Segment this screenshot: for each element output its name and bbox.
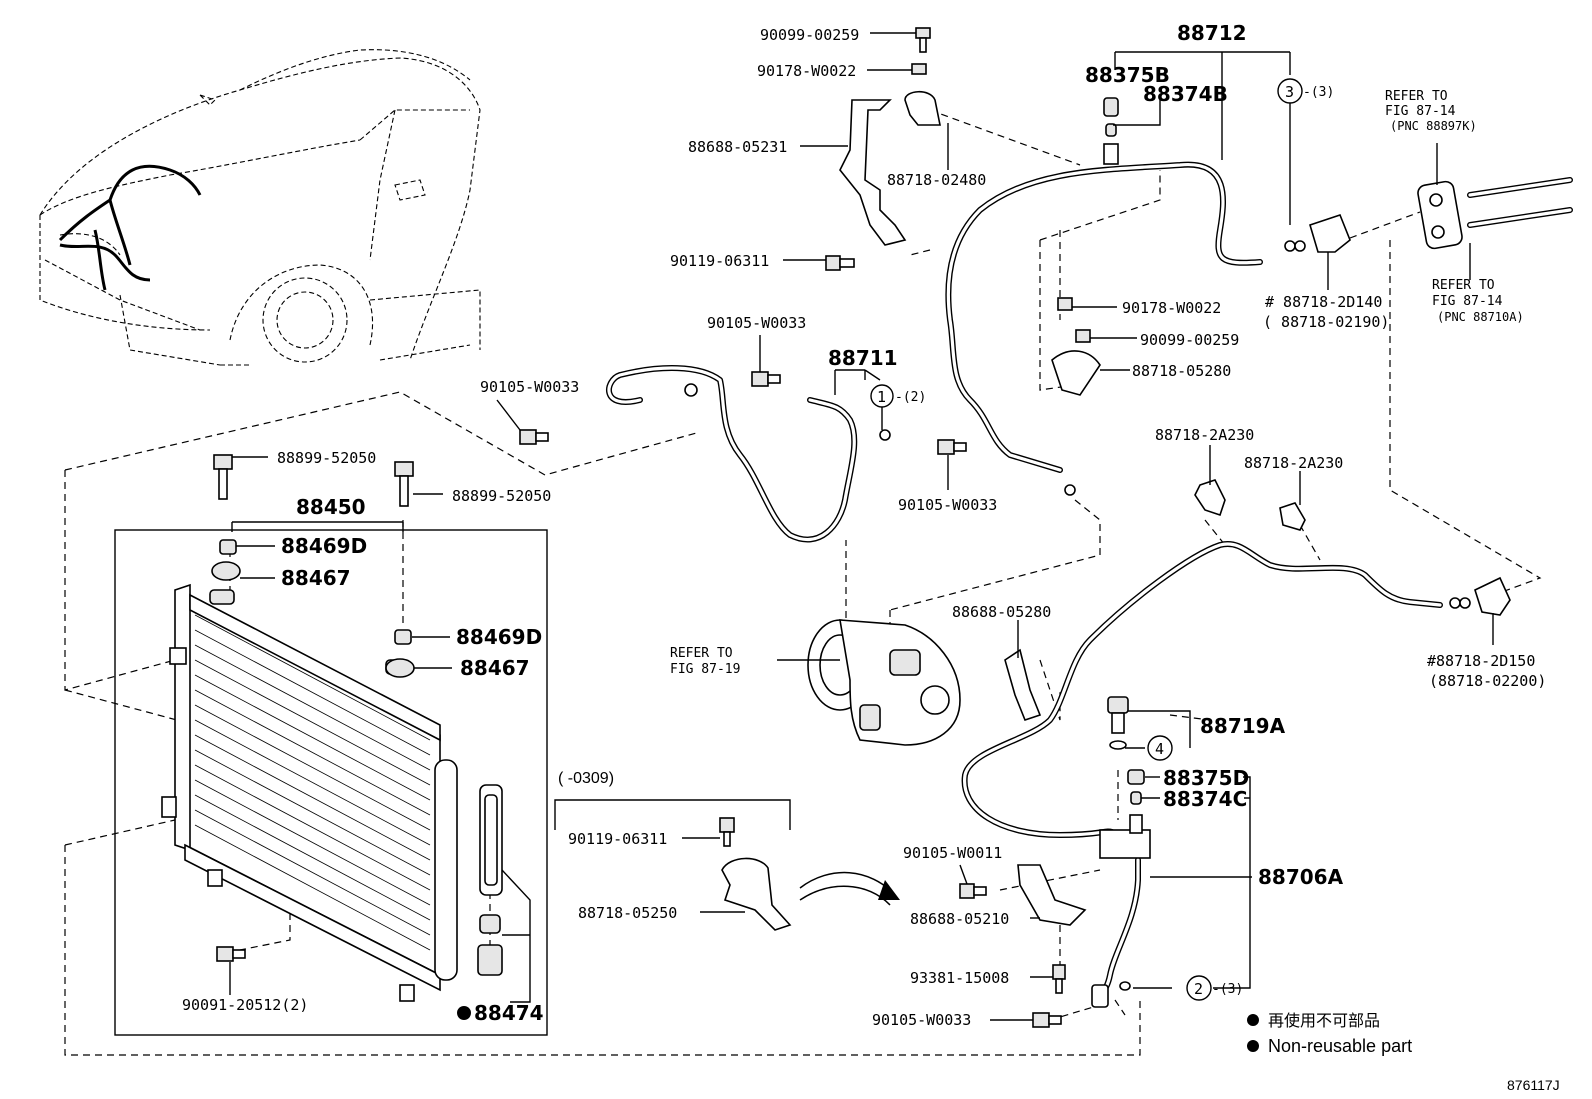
label-88375b: 88375B	[1085, 63, 1170, 87]
dashed-leaders	[64, 109, 1542, 1056]
callout-3: 3	[1285, 83, 1294, 101]
label-90099-00259-mid: 90099-00259	[1140, 331, 1239, 349]
label-90105-w0033-b: 90105-W0033	[480, 378, 579, 396]
car-sketch	[39, 49, 481, 366]
legend-dot-en	[1247, 1040, 1259, 1052]
label-88374b: 88374B	[1143, 82, 1228, 106]
label-93381-15008: 93381-15008	[910, 969, 1009, 987]
label-88450: 88450	[296, 495, 366, 519]
callout-2-circle	[1186, 975, 1212, 1001]
figure-id: 876117J	[1507, 1077, 1560, 1093]
label-refer-to-k-1: REFER TO	[1385, 89, 1448, 104]
label-88718-02480: 88718-02480	[887, 171, 986, 189]
circled-callouts: 1 3 4 2	[870, 78, 1303, 1001]
label-refer-to-a-2: FIG 87-14	[1432, 294, 1503, 309]
label-88718-05250: 88718-05250	[578, 904, 677, 922]
callout-3-circle	[1277, 78, 1303, 104]
label-88374c: 88374C	[1163, 787, 1247, 811]
label-refer-to-a-1: REFER TO	[1432, 278, 1495, 293]
label-date-range: ( -0309)	[558, 770, 614, 787]
label-90178-w0022-top: 90178-W0022	[757, 62, 856, 80]
label-90119-06311-top: 90119-06311	[670, 252, 769, 270]
label-refer-to-k-3: (PNC 88897K)	[1390, 119, 1477, 133]
label-88688-05280: 88688-05280	[952, 603, 1051, 621]
callout-1-qty: -(2)	[895, 390, 926, 405]
callout-4-circle	[1147, 735, 1173, 761]
label-90105-w0033-a: 90105-W0033	[707, 314, 806, 332]
label-90119-06311-low: 90119-06311	[568, 830, 667, 848]
label-88688-05210: 88688-05210	[910, 910, 1009, 928]
label-88712: 88712	[1177, 21, 1247, 45]
leader-lines	[229, 32, 1494, 1021]
label-refer-to-a-3: (PNC 88710A)	[1437, 310, 1524, 324]
label-88474: 88474	[474, 1001, 544, 1025]
label-90178-w0022-mid: 90178-W0022	[1122, 299, 1221, 317]
label-88718-02200: (88718-02200)	[1429, 672, 1546, 690]
legend-text-en: Non-reusable part	[1268, 1036, 1412, 1056]
label-88718-05280: 88718-05280	[1132, 362, 1231, 380]
label-88467-a: 88467	[281, 566, 351, 590]
label-88706a: 88706A	[1258, 865, 1344, 889]
label-90105-w0033-d: 90105-W0033	[872, 1011, 971, 1029]
label-refer-to-8719-2: FIG 87-19	[670, 662, 740, 677]
label-88469d-a: 88469D	[281, 534, 367, 558]
label-88718-2a230-a: 88718-2A230	[1155, 426, 1254, 444]
part-labels: 90099-00259 90178-W0022 88688-05231 8871…	[182, 21, 1546, 1029]
callout-1: 1	[877, 388, 886, 406]
label-88718-2d150: #88718-2D150	[1427, 652, 1535, 670]
compressor	[807, 619, 961, 746]
callout-2-qty: -(3)	[1212, 982, 1243, 997]
callout-4: 4	[1155, 740, 1164, 758]
condenser	[114, 454, 548, 1036]
label-88469d-b: 88469D	[456, 625, 542, 649]
label-88688-05231: 88688-05231	[688, 138, 787, 156]
label-88719a: 88719A	[1200, 714, 1286, 738]
label-88718-2a230-b: 88718-2A230	[1244, 454, 1343, 472]
non-reusable-dot-88474	[457, 1006, 471, 1020]
label-88718-2d140: # 88718-2D140	[1265, 293, 1382, 311]
parts-shapes	[519, 27, 1511, 1028]
label-88711: 88711	[828, 346, 898, 370]
label-refer-to-k-2: FIG 87-14	[1385, 104, 1456, 119]
label-88718-02190: ( 88718-02190)	[1263, 313, 1389, 331]
label-88467-b: 88467	[460, 656, 530, 680]
label-refer-to-8719-1: REFER TO	[670, 646, 733, 661]
label-90105-w0011: 90105-W0011	[903, 844, 1002, 862]
label-90105-w0033-c: 90105-W0033	[898, 496, 997, 514]
legend-dot-jp	[1247, 1014, 1259, 1026]
legend: 再使用不可部品 Non-reusable part	[1247, 1012, 1412, 1056]
callout-3-qty: -(3)	[1303, 85, 1334, 100]
label-88899-52050-a: 88899-52050	[277, 449, 376, 467]
label-88375d: 88375D	[1163, 766, 1249, 790]
legend-text-jp: 再使用不可部品	[1268, 1012, 1380, 1030]
callout-2: 2	[1194, 980, 1203, 998]
label-88899-52050-b: 88899-52050	[452, 487, 551, 505]
callout-1-circle	[870, 384, 894, 408]
label-90099-00259-top: 90099-00259	[760, 26, 859, 44]
label-90091-20512: 90091-20512(2)	[182, 996, 308, 1014]
